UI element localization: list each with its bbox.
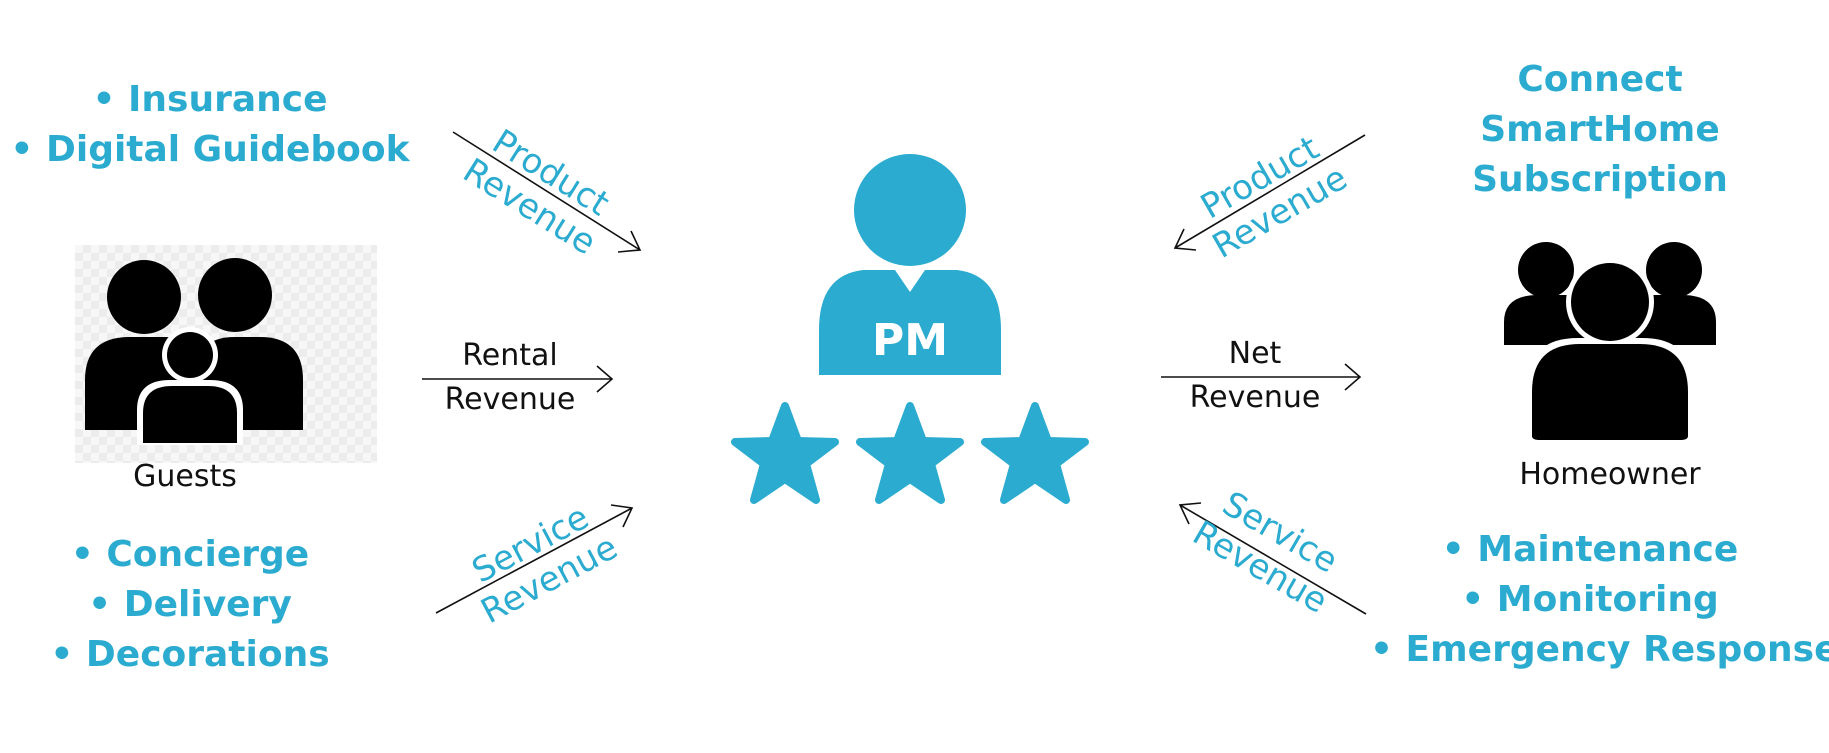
flow-label-line: Revenue xyxy=(444,382,576,417)
guest-service-list: Concierge Delivery Decorations xyxy=(40,530,340,680)
guest-product-list: Insurance Digital Guidebook xyxy=(0,75,420,175)
star-icon xyxy=(981,402,1089,504)
homeowner-product-item: Subscription xyxy=(1472,159,1728,200)
guest-product-item: Insurance xyxy=(0,75,420,125)
homeowner-service-item: Maintenance xyxy=(1370,525,1810,575)
guests-label: Guests xyxy=(133,459,237,494)
guest-service-item: Decorations xyxy=(40,630,340,680)
flow-label-line: Rental xyxy=(462,338,558,373)
right-product-arrow xyxy=(1174,134,1366,249)
guest-product-item: Digital Guidebook xyxy=(0,125,420,175)
homeowner-label: Homeowner xyxy=(1519,457,1701,492)
flow-label-line: Net xyxy=(1228,336,1282,371)
guests-family-icon xyxy=(85,258,303,445)
homeowner-group-icon xyxy=(1504,242,1716,440)
star-icon xyxy=(856,402,964,504)
left-rental-revenue-label: Rental Revenue xyxy=(420,334,600,422)
pm-label: PM xyxy=(871,315,949,366)
homeowner-product-item: Connect xyxy=(1517,59,1683,100)
right-net-revenue-label: Net Revenue xyxy=(1165,332,1345,420)
homeowner-service-item: Emergency Response xyxy=(1370,625,1829,675)
star-rating xyxy=(731,402,1089,504)
homeowner-service-item: Monitoring xyxy=(1370,575,1810,625)
guest-service-item: Concierge xyxy=(40,530,340,580)
star-icon xyxy=(731,402,839,504)
homeowner-product-item: SmartHome xyxy=(1480,109,1720,150)
guest-service-item: Delivery xyxy=(40,580,340,630)
pm-person-icon xyxy=(819,154,1001,375)
left-service-arrow xyxy=(435,507,633,614)
right-service-arrow xyxy=(1179,504,1367,615)
flow-label-line: Revenue xyxy=(1189,380,1321,415)
left-product-arrow xyxy=(452,131,641,251)
homeowner-product-list: Connect SmartHome Subscription xyxy=(1430,55,1770,205)
homeowner-service-list: Maintenance Monitoring Emergency Respons… xyxy=(1370,525,1829,675)
